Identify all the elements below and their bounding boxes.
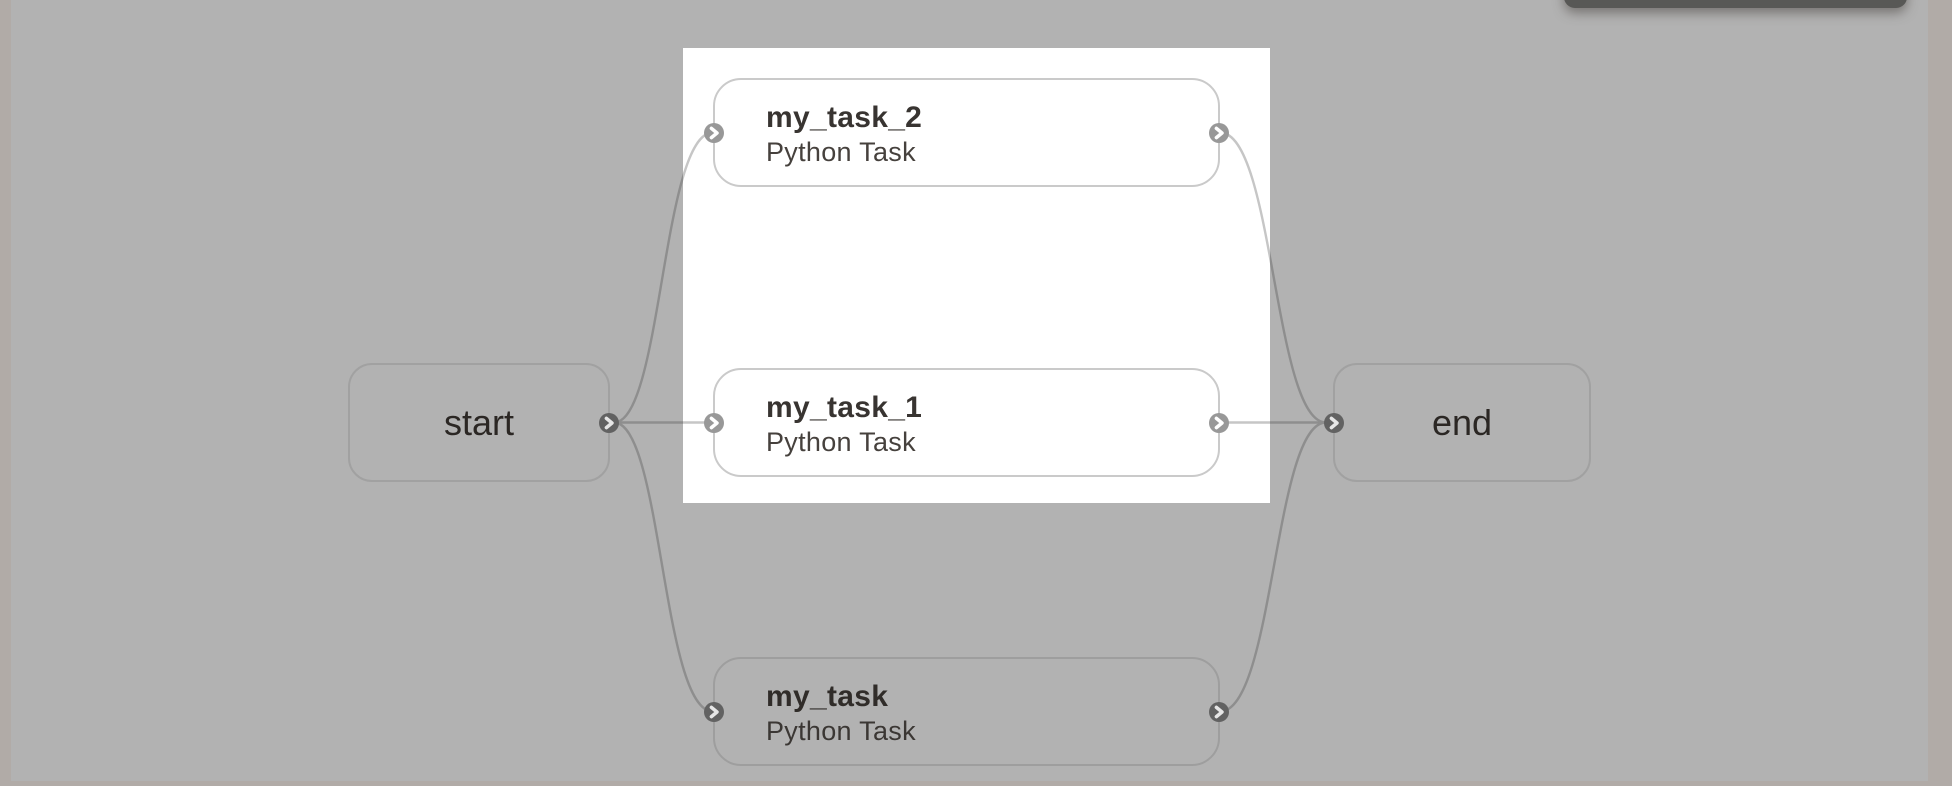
handle-in-my_task_2[interactable] xyxy=(704,122,724,143)
node-start-label: start xyxy=(443,401,514,443)
node-my_task_2[interactable]: my_task_2 Python Task xyxy=(704,78,1229,187)
chevron-right-icon xyxy=(1214,126,1224,139)
chevron-right-icon xyxy=(1329,416,1339,429)
chevron-right-icon xyxy=(1214,416,1224,429)
edge-my_task-end xyxy=(1219,421,1327,713)
node-my_task_2-subtitle: Python Task xyxy=(766,137,916,167)
handle-out-my_task_1[interactable] xyxy=(1209,412,1229,433)
edge-start-my_task_2-lit xyxy=(683,131,714,182)
node-my_task-subtitle: Python Task xyxy=(766,716,916,746)
node-my_task_2-title: my_task_2 xyxy=(766,101,923,134)
chevron-right-icon xyxy=(709,416,719,429)
edge-my_task_2-end-lit xyxy=(1219,131,1270,264)
chevron-right-icon xyxy=(1214,705,1224,718)
node-end-label: end xyxy=(1431,401,1493,443)
node-my_task_1-title: my_task_1 xyxy=(766,391,923,424)
node-my_task_1[interactable]: my_task_1 Python Task xyxy=(704,368,1229,477)
handle-in-my_task[interactable] xyxy=(704,701,724,722)
node-my_task[interactable]: my_task Python Task xyxy=(704,657,1229,766)
handle-out-my_task[interactable] xyxy=(1209,701,1229,722)
chevron-right-icon xyxy=(709,126,719,139)
node-my_task_1-subtitle: Python Task xyxy=(766,427,916,457)
handle-in-my_task_1[interactable] xyxy=(704,412,724,433)
handle-out-start[interactable] xyxy=(599,412,619,433)
edge-start-my_task xyxy=(613,421,714,713)
chevron-right-icon xyxy=(604,416,614,429)
node-end[interactable]: end xyxy=(1324,363,1591,482)
handle-out-my_task_2[interactable] xyxy=(1209,122,1229,143)
node-my_task-title: my_task xyxy=(766,680,889,713)
handle-in-end[interactable] xyxy=(1324,412,1344,433)
top-toolbar-clipped-edge xyxy=(1564,0,1907,8)
chevron-right-icon xyxy=(709,705,719,718)
node-start[interactable]: start xyxy=(348,363,619,482)
